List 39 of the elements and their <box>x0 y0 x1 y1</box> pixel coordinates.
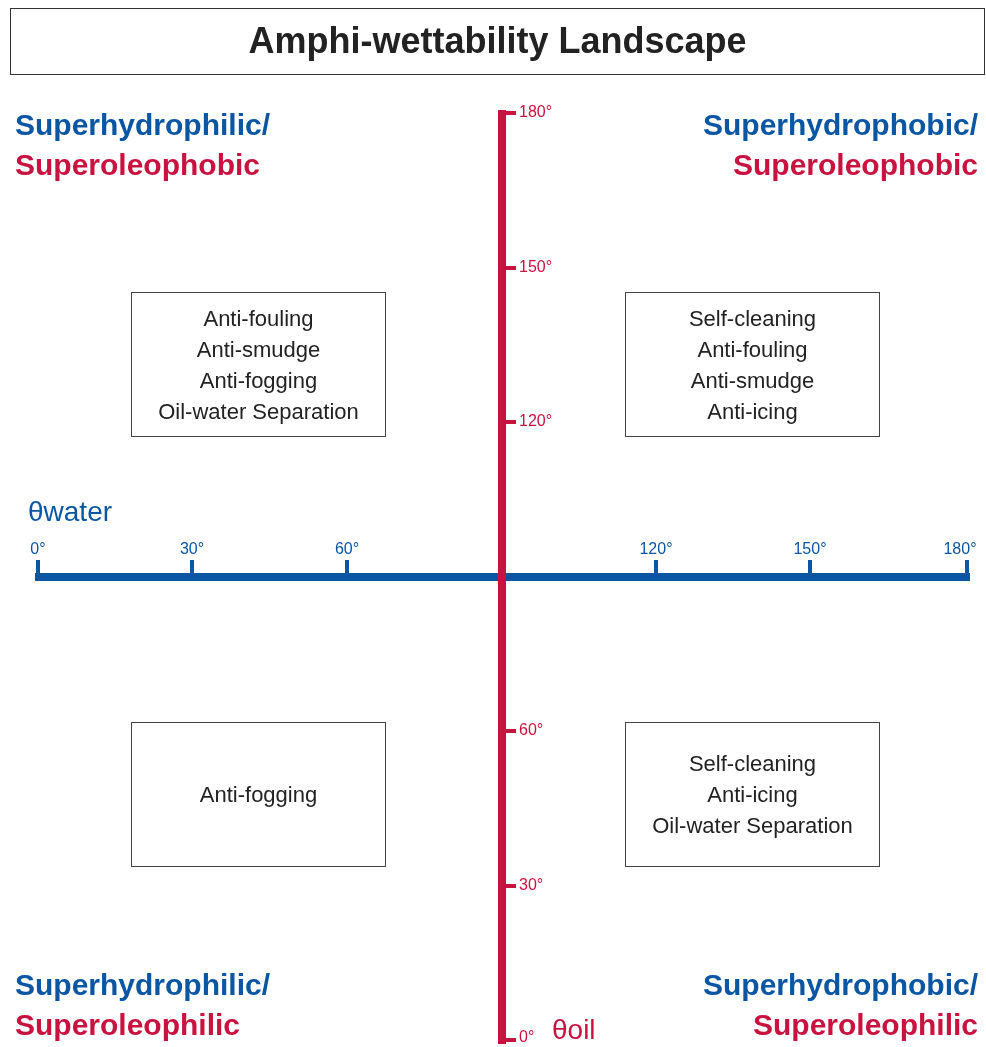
tick-label: 180° <box>519 103 553 121</box>
axis-title: θwater <box>28 496 113 528</box>
axis-title: θoil <box>552 1014 596 1046</box>
application-label: Oil-water Separation <box>652 812 853 840</box>
title: Amphi-wettability Landscape <box>10 8 985 75</box>
application-label: Anti-icing <box>707 781 798 809</box>
tick-label: 0° <box>30 540 46 558</box>
tick-label: 150° <box>793 540 827 558</box>
tick-label: 120° <box>519 412 553 430</box>
application-box <box>131 722 386 867</box>
quadrant-label: Superoleophobic <box>15 148 260 182</box>
application-label: Oil-water Separation <box>158 397 359 426</box>
quadrant-label: Superoleophobic <box>733 148 978 182</box>
application-label: Self-cleaning <box>688 750 817 778</box>
application-box <box>131 292 386 437</box>
quadrant-label: Superoleophilic <box>15 1008 241 1042</box>
tick-label: 60° <box>519 721 544 739</box>
application-label: Self-cleaning <box>688 304 817 333</box>
application-box <box>625 722 880 867</box>
quadrant-label: Superhydrophobic/ <box>703 968 978 1002</box>
tick-label: 180° <box>943 540 977 558</box>
quadrant-label: Superhydrophilic/ <box>15 108 271 142</box>
tick-label: 30° <box>179 540 205 558</box>
quadrant-label: Superhydrophobic/ <box>703 108 978 142</box>
application-label: Anti-fogging <box>199 781 318 809</box>
application-label: Anti-smudge <box>690 366 815 395</box>
quadrant-label: Superoleophilic <box>752 1008 978 1042</box>
application-label: Anti-icing <box>707 397 798 426</box>
tick-label: 60° <box>334 540 360 558</box>
quadrant-label: Superhydrophilic/ <box>15 968 271 1002</box>
tick-label: 120° <box>639 540 673 558</box>
application-label: Anti-fouling <box>203 304 314 333</box>
tick-label: 150° <box>519 258 553 276</box>
tick-label: 30° <box>519 876 544 894</box>
tick-label: 0° <box>519 1028 535 1046</box>
application-label: Anti-fouling <box>697 335 808 364</box>
application-label: Anti-fogging <box>199 366 318 395</box>
application-label: Anti-smudge <box>196 335 321 364</box>
application-box <box>625 292 880 437</box>
